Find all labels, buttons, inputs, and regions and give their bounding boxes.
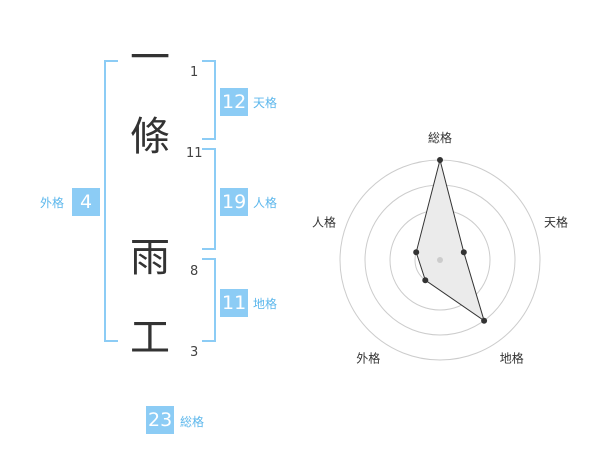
soukaku-label: 総格 bbox=[180, 415, 205, 429]
name-char-3: 雨 bbox=[130, 235, 170, 281]
tenkaku-label: 天格 bbox=[253, 96, 278, 110]
tenkaku-value: 12 bbox=[220, 88, 249, 116]
gaikaku-label: 外格 bbox=[40, 196, 65, 210]
radar-point-5 bbox=[413, 249, 420, 256]
jinkaku-bracket bbox=[202, 148, 216, 250]
radar-point-3 bbox=[481, 317, 488, 324]
radar-point-1 bbox=[437, 157, 443, 163]
radar-area bbox=[415, 159, 485, 322]
chikaku-label: 地格 bbox=[253, 297, 278, 311]
radar-axis-label-2: 天格 bbox=[544, 214, 568, 229]
radar-axis-label-3: 地格 bbox=[500, 351, 524, 366]
stroke-count-4: 3 bbox=[190, 345, 199, 360]
name-char-4: 工 bbox=[130, 315, 170, 361]
radar-axis-label-5: 人格 bbox=[312, 214, 336, 229]
gaikaku-bracket bbox=[104, 60, 118, 342]
stroke-count-3: 8 bbox=[190, 264, 199, 279]
radar-point-2 bbox=[460, 249, 467, 256]
radar-axis-label-1: 総格 bbox=[428, 130, 452, 145]
name-char-2: 條 bbox=[130, 114, 170, 160]
tenkaku-bracket bbox=[202, 60, 216, 140]
radar-point-4 bbox=[422, 277, 429, 284]
gaikaku-value: 4 bbox=[72, 188, 100, 216]
jinkaku-value: 19 bbox=[220, 188, 249, 216]
chikaku-bracket bbox=[202, 258, 216, 342]
stroke-count-2: 11 bbox=[186, 146, 203, 161]
stroke-count-1: 1 bbox=[190, 65, 199, 80]
radar-center-dot bbox=[437, 257, 443, 263]
soukaku-value: 23 bbox=[146, 406, 175, 434]
radar-axis-label-4: 外格 bbox=[356, 351, 380, 366]
name-char-1: 一 bbox=[130, 35, 170, 81]
jinkaku-label: 人格 bbox=[253, 196, 278, 210]
chikaku-value: 11 bbox=[220, 289, 249, 317]
